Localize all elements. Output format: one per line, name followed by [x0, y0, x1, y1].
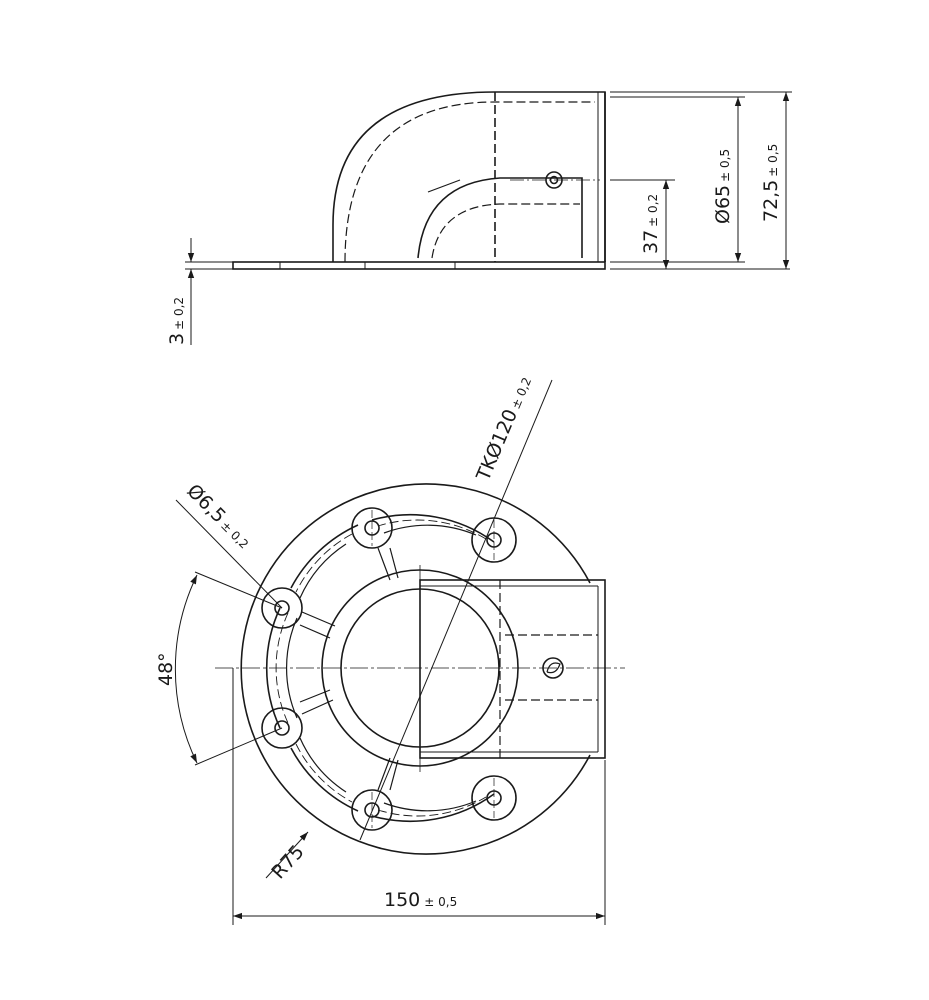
svg-text:TKØ120± 0,2: TKØ120± 0,2	[472, 373, 536, 485]
dim-thickness-tol: ± 0,2	[172, 297, 186, 330]
dim-total-height-tol: ± 0,5	[766, 144, 780, 177]
dim-total-height-value: 72,5	[760, 180, 782, 222]
svg-text:Ø6,5± 0,2: Ø6,5± 0,2	[182, 480, 255, 553]
top-dimensions	[174, 379, 606, 925]
inner-bore	[417, 177, 583, 259]
dim-center-height-value: 37	[640, 230, 662, 254]
dim-center-height-tol: ± 0,2	[646, 194, 660, 227]
dim-tube-diameter-tol: ± 0,5	[718, 149, 732, 182]
dim-tube-diameter-value: Ø65	[712, 185, 734, 224]
svg-text:Ø65± 0,5: Ø65 ± 0,5	[712, 149, 734, 224]
top-view	[215, 483, 625, 855]
side-dim-text: 3 ± 0,2 37 ± 0,2 Ø65 ± 0,5 72,5 ± 0,5	[166, 144, 782, 345]
svg-text:37± 0,2: 37 ± 0,2	[640, 194, 662, 254]
dim-radius: R75	[267, 841, 308, 884]
base-disc	[240, 483, 591, 855]
dim-width-value: 150	[384, 889, 420, 911]
tube-screw-slot	[546, 662, 561, 674]
inner-bore-line	[427, 179, 461, 193]
dim-bolt-circle-tol: ± 0,2	[508, 375, 534, 411]
side-dimensions	[185, 91, 792, 345]
dim-hole-diameter-value: Ø6,5	[182, 480, 229, 527]
rib-ring-outer	[265, 513, 495, 823]
tube-top	[419, 579, 606, 759]
bolt-lug-4	[261, 707, 303, 749]
dim-angle: 48°	[155, 652, 177, 686]
svg-text:72,5± 0,5: 72,5 ± 0,5	[760, 144, 782, 222]
dim-hole-diameter-tol: ± 0,2	[218, 518, 251, 551]
elbow-hidden-arc	[344, 101, 595, 263]
svg-text:3± 0,2: 3 ± 0,2	[166, 297, 188, 345]
side-view	[232, 91, 606, 270]
inner-bore-hidden	[431, 203, 580, 259]
elbow-outer	[332, 91, 606, 262]
dim-width-tol: ± 0,5	[424, 895, 457, 909]
svg-text:150± 0,5: 150 ± 0,5	[384, 889, 457, 911]
bolt-lug-3	[261, 587, 303, 629]
base-plate	[232, 261, 606, 270]
dim-bolt-circle-value: TKØ120	[472, 406, 522, 485]
dim-thickness-value: 3	[166, 333, 188, 345]
